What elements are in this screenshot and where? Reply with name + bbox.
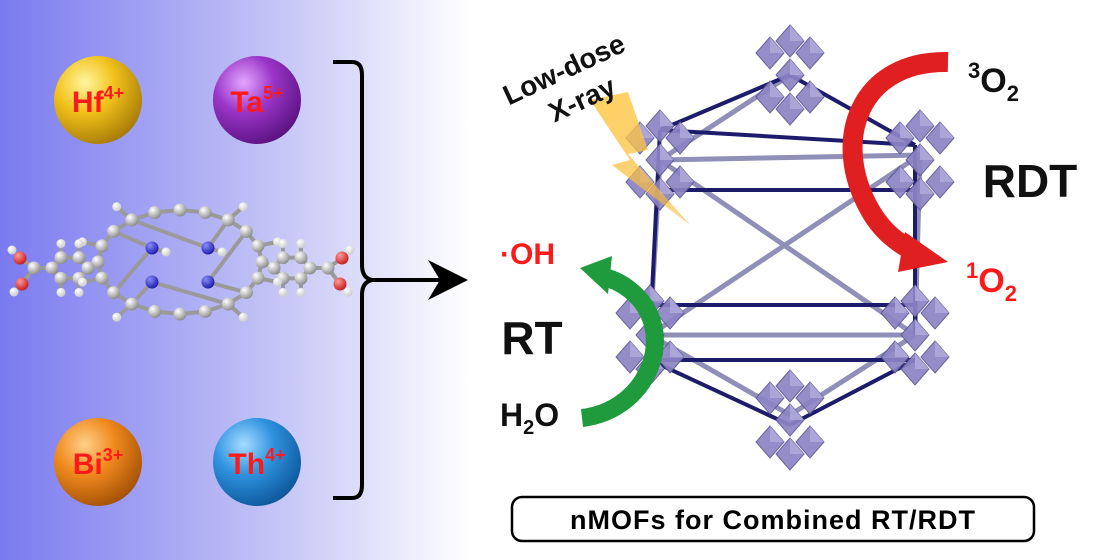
- rt-reactant-water: H2O: [500, 397, 559, 439]
- framework-front-edges: [648, 73, 917, 427]
- caption-text: nMOFs for Combined RT/RDT: [570, 505, 976, 535]
- svg-text:Th4+: Th4+: [228, 445, 285, 481]
- rt-green-arrow: [580, 267, 664, 427]
- xray-bolt-icon: [590, 92, 690, 225]
- metal-cluster: [755, 24, 825, 126]
- metal-ion-ta: Ta5+: [213, 56, 301, 144]
- rt-label: RT: [501, 312, 562, 364]
- metal-ion-th: Th4+: [213, 418, 301, 506]
- rt-arrowhead: [580, 256, 612, 294]
- rdt-label: RDT: [983, 155, 1078, 207]
- rt-product-hydroxyl: ·OH: [500, 238, 555, 271]
- metal-ion-bi: Bi3+: [54, 418, 142, 506]
- rdt-product-singlet-o2: 1O2: [966, 258, 1017, 306]
- metal-cluster: [885, 109, 955, 211]
- porphyrin-linker-molecule: [7, 202, 355, 322]
- svg-text:Hf4+: Hf4+: [72, 83, 124, 119]
- metal-cluster: [755, 369, 825, 471]
- svg-text:Ta5+: Ta5+: [230, 83, 283, 119]
- caption-box: [510, 495, 1036, 543]
- rdt-reactant-o2: 3O2: [968, 58, 1019, 106]
- rdt-arrowhead: [898, 232, 948, 272]
- metal-ion-hf: Hf4+: [54, 56, 142, 144]
- metal-cluster: [880, 284, 950, 386]
- rdt-red-arrow: [842, 51, 949, 261]
- svg-text:Bi3+: Bi3+: [73, 445, 124, 481]
